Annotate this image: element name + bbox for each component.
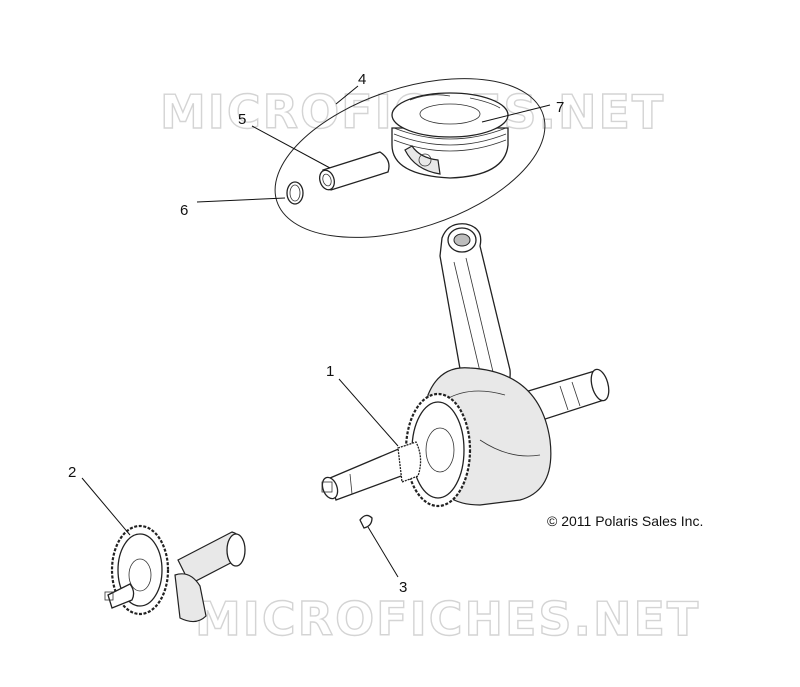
copyright-notice: © 2011 Polaris Sales Inc. bbox=[547, 513, 703, 529]
crankshaft bbox=[321, 367, 610, 508]
piston bbox=[391, 92, 509, 179]
woodruff-key bbox=[359, 514, 373, 529]
callout-4: 4 bbox=[358, 71, 366, 88]
callout-3: 3 bbox=[399, 579, 407, 596]
leader-2 bbox=[81, 477, 131, 536]
callout-7: 7 bbox=[556, 99, 564, 116]
leader-3 bbox=[367, 526, 399, 578]
callout-5: 5 bbox=[238, 111, 246, 128]
leader-5 bbox=[251, 125, 331, 169]
balance-shaft bbox=[104, 524, 246, 623]
wrist-pin bbox=[319, 151, 390, 191]
circlip bbox=[286, 181, 304, 205]
callout-2: 2 bbox=[68, 464, 76, 481]
watermark-bottom: MICROFICHES.NET bbox=[195, 592, 700, 646]
leader-4 bbox=[335, 85, 359, 105]
piston-assembly-outline bbox=[274, 78, 546, 238]
leader-7 bbox=[481, 104, 551, 123]
leader-6 bbox=[196, 197, 286, 203]
callout-1: 1 bbox=[326, 363, 334, 380]
leader-1 bbox=[338, 378, 399, 447]
callout-6: 6 bbox=[180, 202, 188, 219]
